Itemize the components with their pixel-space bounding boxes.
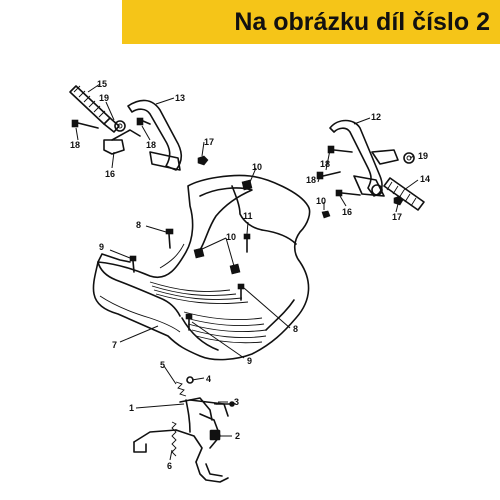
right-footrest-assembly (316, 119, 425, 219)
callout-18-left-a: 18 (70, 140, 80, 150)
screw-9-left (129, 255, 137, 273)
callout-12: 12 (371, 112, 381, 122)
clip-10-upper (241, 179, 253, 191)
callout-18-left-b: 18 (146, 140, 156, 150)
left-bolt-lower (136, 117, 151, 126)
screw-8-left (165, 228, 174, 249)
stand-pivot-bolt (215, 401, 235, 407)
left-footrest-bracket (127, 99, 183, 171)
callout-15: 15 (97, 79, 107, 89)
floor-cover (92, 174, 311, 361)
callout-18-right-b: 18 (306, 175, 316, 185)
callout-10-right: 10 (316, 196, 326, 206)
right-bolt-upper (327, 145, 353, 154)
callout-16-right: 16 (342, 207, 352, 217)
right-washer (403, 152, 415, 164)
callout-6: 6 (167, 461, 172, 471)
callout-19-right: 19 (418, 151, 428, 161)
right-footrest-bracket (329, 119, 383, 197)
callout-5: 5 (160, 360, 165, 370)
left-linkage (103, 139, 125, 155)
callout-1: 1 (129, 403, 134, 413)
callout-14: 14 (420, 174, 430, 184)
callout-11: 11 (243, 211, 253, 221)
right-small-nut (321, 210, 331, 219)
clip-10-left (193, 247, 205, 259)
left-washer (114, 120, 126, 132)
screw-8-right (237, 283, 245, 301)
callout-7: 7 (112, 340, 117, 350)
right-bolt-16 (335, 189, 361, 197)
left-nut (197, 155, 209, 166)
callout-9-left: 9 (99, 242, 104, 252)
screw-11 (243, 233, 251, 253)
callout-10-center: 10 (226, 232, 236, 242)
center-stand (133, 376, 235, 483)
right-nut (393, 195, 404, 206)
left-footrest-assembly (69, 85, 209, 171)
right-footpeg (383, 177, 425, 211)
banner-title: Na obrázku díl číslo 2 (234, 8, 490, 36)
left-bolt-upper (71, 119, 99, 129)
callout-8-right: 8 (293, 324, 298, 334)
title-banner: Na obrázku díl číslo 2 (122, 0, 500, 44)
stand-bushing (209, 429, 221, 441)
callout-17-left: 17 (204, 137, 214, 147)
callout-9-lower: 9 (247, 356, 252, 366)
callout-17-right: 17 (392, 212, 402, 222)
callout-8-left: 8 (136, 220, 141, 230)
callout-10-upper: 10 (252, 162, 262, 172)
callout-19-left: 19 (99, 93, 109, 103)
callout-16-left: 16 (105, 169, 115, 179)
callout-18-right-a: 18 (320, 159, 330, 169)
clip-10-right (229, 263, 241, 275)
screw-9-lower (185, 313, 193, 331)
callout-4: 4 (206, 374, 211, 384)
callout-labels: 15 19 13 18 18 17 16 12 10 18 19 18 14 1… (70, 79, 430, 471)
callout-13: 13 (175, 93, 185, 103)
callout-3: 3 (234, 397, 239, 407)
cover-screws (129, 179, 253, 331)
right-bolt-lower (316, 171, 341, 180)
leader-lines (75, 83, 419, 461)
callout-2: 2 (235, 431, 240, 441)
